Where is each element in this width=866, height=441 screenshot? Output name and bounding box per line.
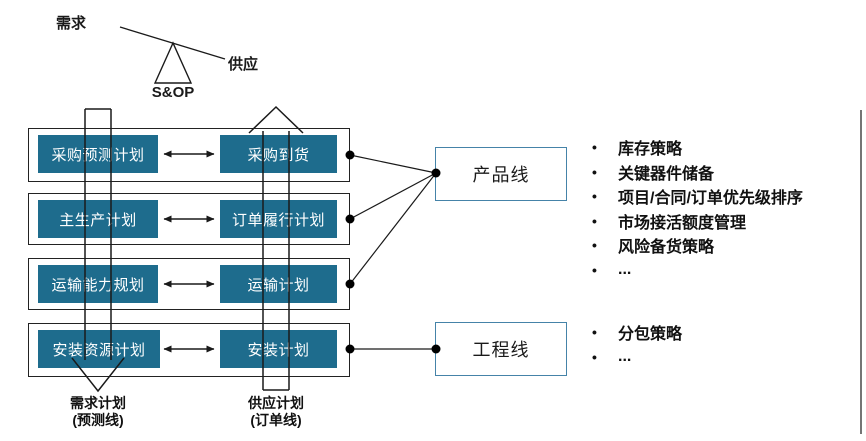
plan-box-install-resource: 安装资源计划 [38, 330, 160, 368]
bullet-item: •... [592, 260, 632, 278]
supply-label: 供应 [228, 56, 259, 73]
plan-box-order-fulfillment: 订单履行计划 [220, 200, 337, 238]
bullet-icon: • [592, 212, 597, 229]
group-box-product-line: 产品线 [435, 147, 567, 201]
bullet-icon: • [592, 348, 597, 365]
connector-row2-product [349, 172, 437, 220]
bullet-item: •... [592, 347, 632, 365]
bullet-icon: • [592, 188, 597, 205]
bullet-item: •库存策略 [592, 139, 683, 159]
engineering-line-bullet-list: •分包策略 •... [592, 320, 682, 369]
plan-box-purchase-forecast: 采购预测计划 [38, 135, 158, 173]
bullet-icon: • [592, 324, 597, 341]
balance-beam-line [119, 26, 226, 60]
plan-box-purchase-arrival: 采购到货 [220, 135, 337, 173]
group-box-engineering-line: 工程线 [435, 322, 567, 376]
plan-box-transport-capacity: 运输能力规划 [38, 265, 158, 303]
bullet-icon: • [592, 237, 597, 254]
demand-pipe-label: 需求计划 (预测线) [70, 395, 126, 428]
bullet-item: •分包策略 [592, 324, 683, 344]
sop-label: S&OP [151, 84, 195, 101]
supply-pipe-label: 供应计划 (订单线) [248, 395, 304, 428]
bullet-icon: • [592, 139, 597, 156]
bullet-item: •风险备货策略 [592, 237, 715, 257]
bullet-item: •市场接活额度管理 [592, 212, 747, 232]
bullet-icon: • [592, 261, 597, 278]
product-line-bullet-list: •库存策略 •关键器件储备 •项目/合同/订单优先级排序 •市场接活额度管理 •… [592, 135, 803, 282]
connector-row3-product [349, 172, 437, 285]
demand-label: 需求 [56, 15, 87, 32]
bullet-icon: • [592, 163, 597, 180]
balance-fulcrum-triangle [153, 41, 193, 84]
connector-row1-product [349, 154, 437, 174]
plan-box-transport-plan: 运输计划 [220, 265, 337, 303]
bullet-item: •项目/合同/订单优先级排序 [592, 188, 803, 208]
bullet-item: •关键器件储备 [592, 163, 715, 183]
plan-box-master-production: 主生产计划 [38, 200, 158, 238]
plan-box-install-plan: 安装计划 [220, 330, 337, 368]
